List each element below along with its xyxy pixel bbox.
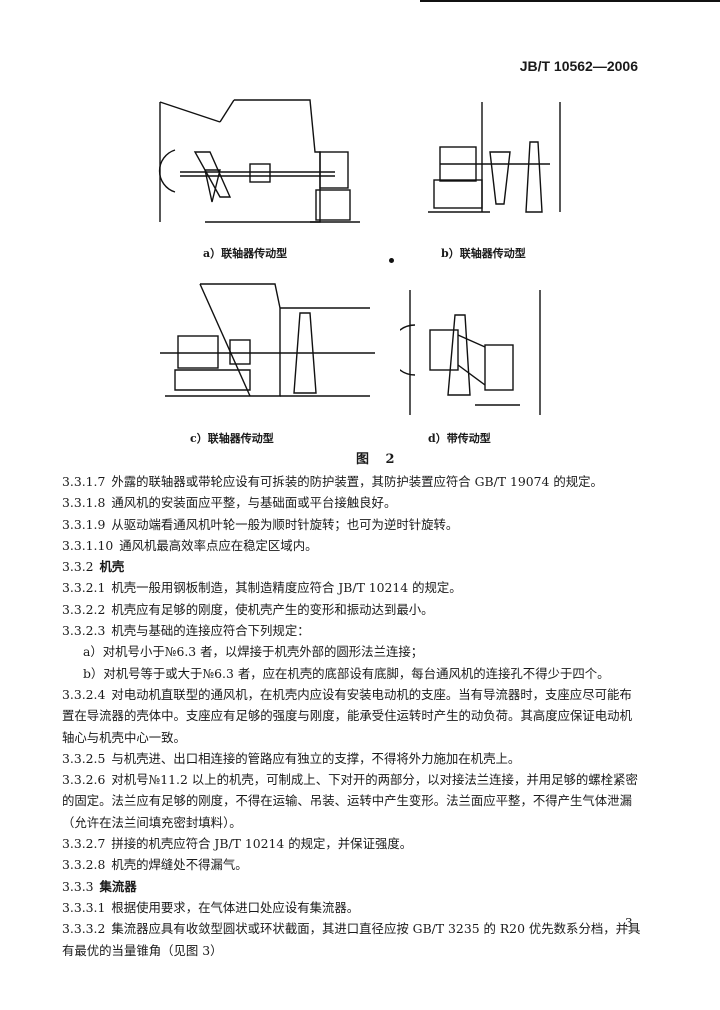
figure-a-drawing <box>150 92 370 242</box>
figure-c-drawing <box>160 278 380 418</box>
page-number: 3 <box>625 916 633 930</box>
caption-a: a）联轴器传动型 <box>203 247 288 260</box>
clause-item-b: b）对机号等于或大于№6.3 者，应在机壳的底部设有底脚，每台通风机的连接孔不得… <box>83 665 610 681</box>
standard-number: JB/T 10562—2006 <box>519 58 638 74</box>
caption-d: d）带传动型 <box>428 432 491 445</box>
top-rule <box>420 0 720 2</box>
figure-d-drawing <box>400 285 550 425</box>
caption-c: c）联轴器传动型 <box>190 432 274 445</box>
caption-b: b）联轴器传动型 <box>441 247 526 260</box>
clause-item-a: a）对机号小于№6.3 者，以焊接于机壳外部的圆形法兰连接； <box>83 644 424 660</box>
figure-b-drawing <box>420 92 570 242</box>
figure-dot <box>389 258 394 263</box>
figure-title: 图 2 <box>356 452 401 467</box>
